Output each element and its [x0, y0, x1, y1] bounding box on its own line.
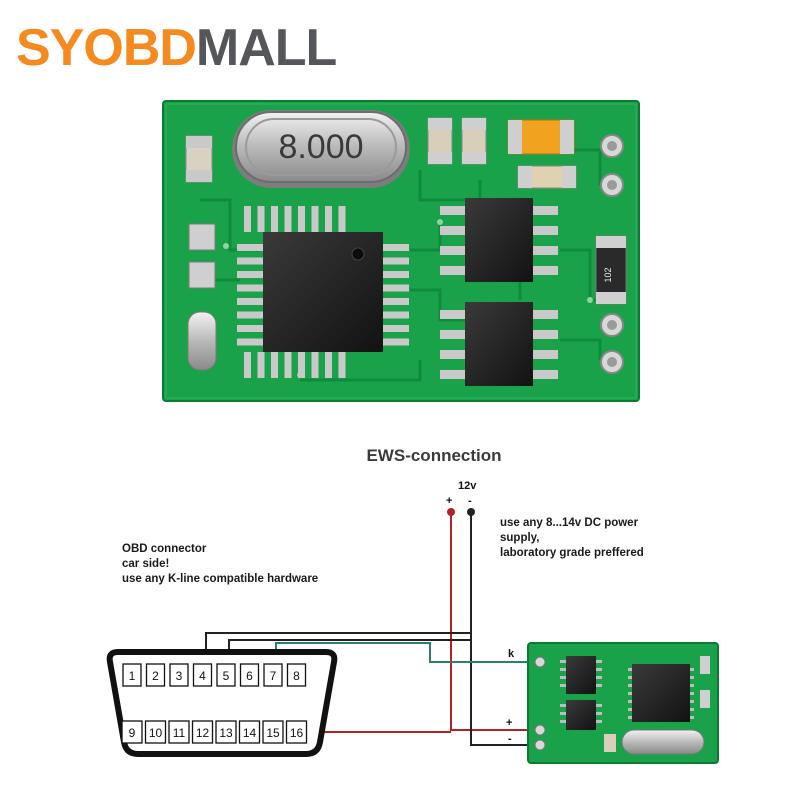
power-plus-label: + — [446, 495, 452, 507]
positive-terminal — [447, 508, 455, 516]
power-note-line2: supply, — [500, 532, 539, 544]
obd-pin-16-label: 16 — [290, 726, 304, 740]
obd-pin-2 — [145, 663, 166, 687]
microcontroller-chip — [237, 206, 409, 378]
obd-note-line3: use any K-line compatible hardware — [122, 573, 318, 585]
obd-pin-8 — [286, 663, 307, 687]
ground-wire — [470, 512, 540, 746]
obd-pin-3 — [169, 663, 189, 687]
resistor-label: 102 — [603, 267, 613, 282]
obd-pin-12-label: 12 — [196, 726, 210, 740]
brand-logo-part2: MALL — [195, 19, 337, 77]
obd-pin-5 — [216, 663, 236, 687]
power-note-line1: use any 8...14v DC power — [500, 517, 639, 529]
power-minus-label: - — [468, 495, 472, 507]
positive-wire — [450, 512, 540, 731]
crystal-oscillator: 8.000 — [232, 110, 410, 188]
obd-pin-1 — [122, 663, 142, 687]
brand-logo-part1: SYOBD — [16, 19, 197, 77]
obd-pin-7-label: 7 — [270, 669, 277, 683]
obd-pin-6 — [239, 663, 260, 687]
ground-terminal — [467, 508, 475, 516]
obd-pin-16 — [285, 720, 308, 744]
obd-pin-12 — [191, 720, 214, 744]
obd-pin-3-label: 3 — [176, 669, 183, 683]
obd-pin-8-label: 8 — [293, 669, 300, 683]
diagram-title: EWS-connection — [366, 446, 501, 465]
header-pads — [600, 134, 624, 374]
obd-pin-5-label: 5 — [223, 669, 230, 683]
obd-pin-15-label: 15 — [266, 726, 280, 740]
obd-pin-10-label: 10 — [149, 726, 163, 740]
obd-bottom-pin-row: 9 10 11 12 13 14 15 16 — [121, 720, 308, 744]
obd-pin-6-label: 6 — [246, 669, 253, 683]
obd-pin-7 — [263, 663, 283, 687]
power-note-line3: laboratory grade preffered — [500, 547, 644, 559]
obd-note-line1: OBD connector — [122, 543, 207, 555]
obd-pin-4-label: 4 — [199, 669, 206, 683]
kline-label: k — [508, 648, 515, 660]
obd-pin-9-label: 9 — [129, 726, 136, 740]
obd-pin-11-label: 11 — [173, 726, 186, 740]
obd-pin-10 — [144, 720, 167, 744]
obd-pin-2-label: 2 — [152, 669, 159, 683]
obd-pin-1-label: 1 — [129, 669, 136, 683]
obd-pin-13 — [215, 720, 237, 744]
crystal-label: 8.000 — [278, 128, 363, 166]
obd-pin-11 — [168, 720, 190, 744]
ic-chip-lower — [440, 302, 558, 386]
voltage-label: 12v — [458, 480, 477, 492]
ic-chip-upper — [440, 198, 558, 282]
obd-top-pin-row: 1 2 3 4 5 6 7 8 — [122, 663, 307, 687]
obd-pin-13-label: 13 — [219, 726, 233, 740]
obd-pin-14-label: 14 — [243, 726, 257, 740]
obd-note-line2: car side! — [122, 558, 169, 570]
module-plus-label: + — [506, 717, 512, 729]
emulator-module-thumbnail — [527, 642, 719, 764]
smd-components: 102 — [185, 117, 627, 371]
brand-logo: SYOBDMALL — [16, 19, 337, 77]
pcb-board: 8.000 102 — [162, 100, 640, 402]
obd-pin-15 — [262, 720, 284, 744]
obd-pin-14 — [238, 720, 261, 744]
module-minus-label: - — [508, 733, 512, 745]
obd-pin-4 — [192, 663, 213, 687]
obd-pin-9 — [121, 720, 143, 744]
